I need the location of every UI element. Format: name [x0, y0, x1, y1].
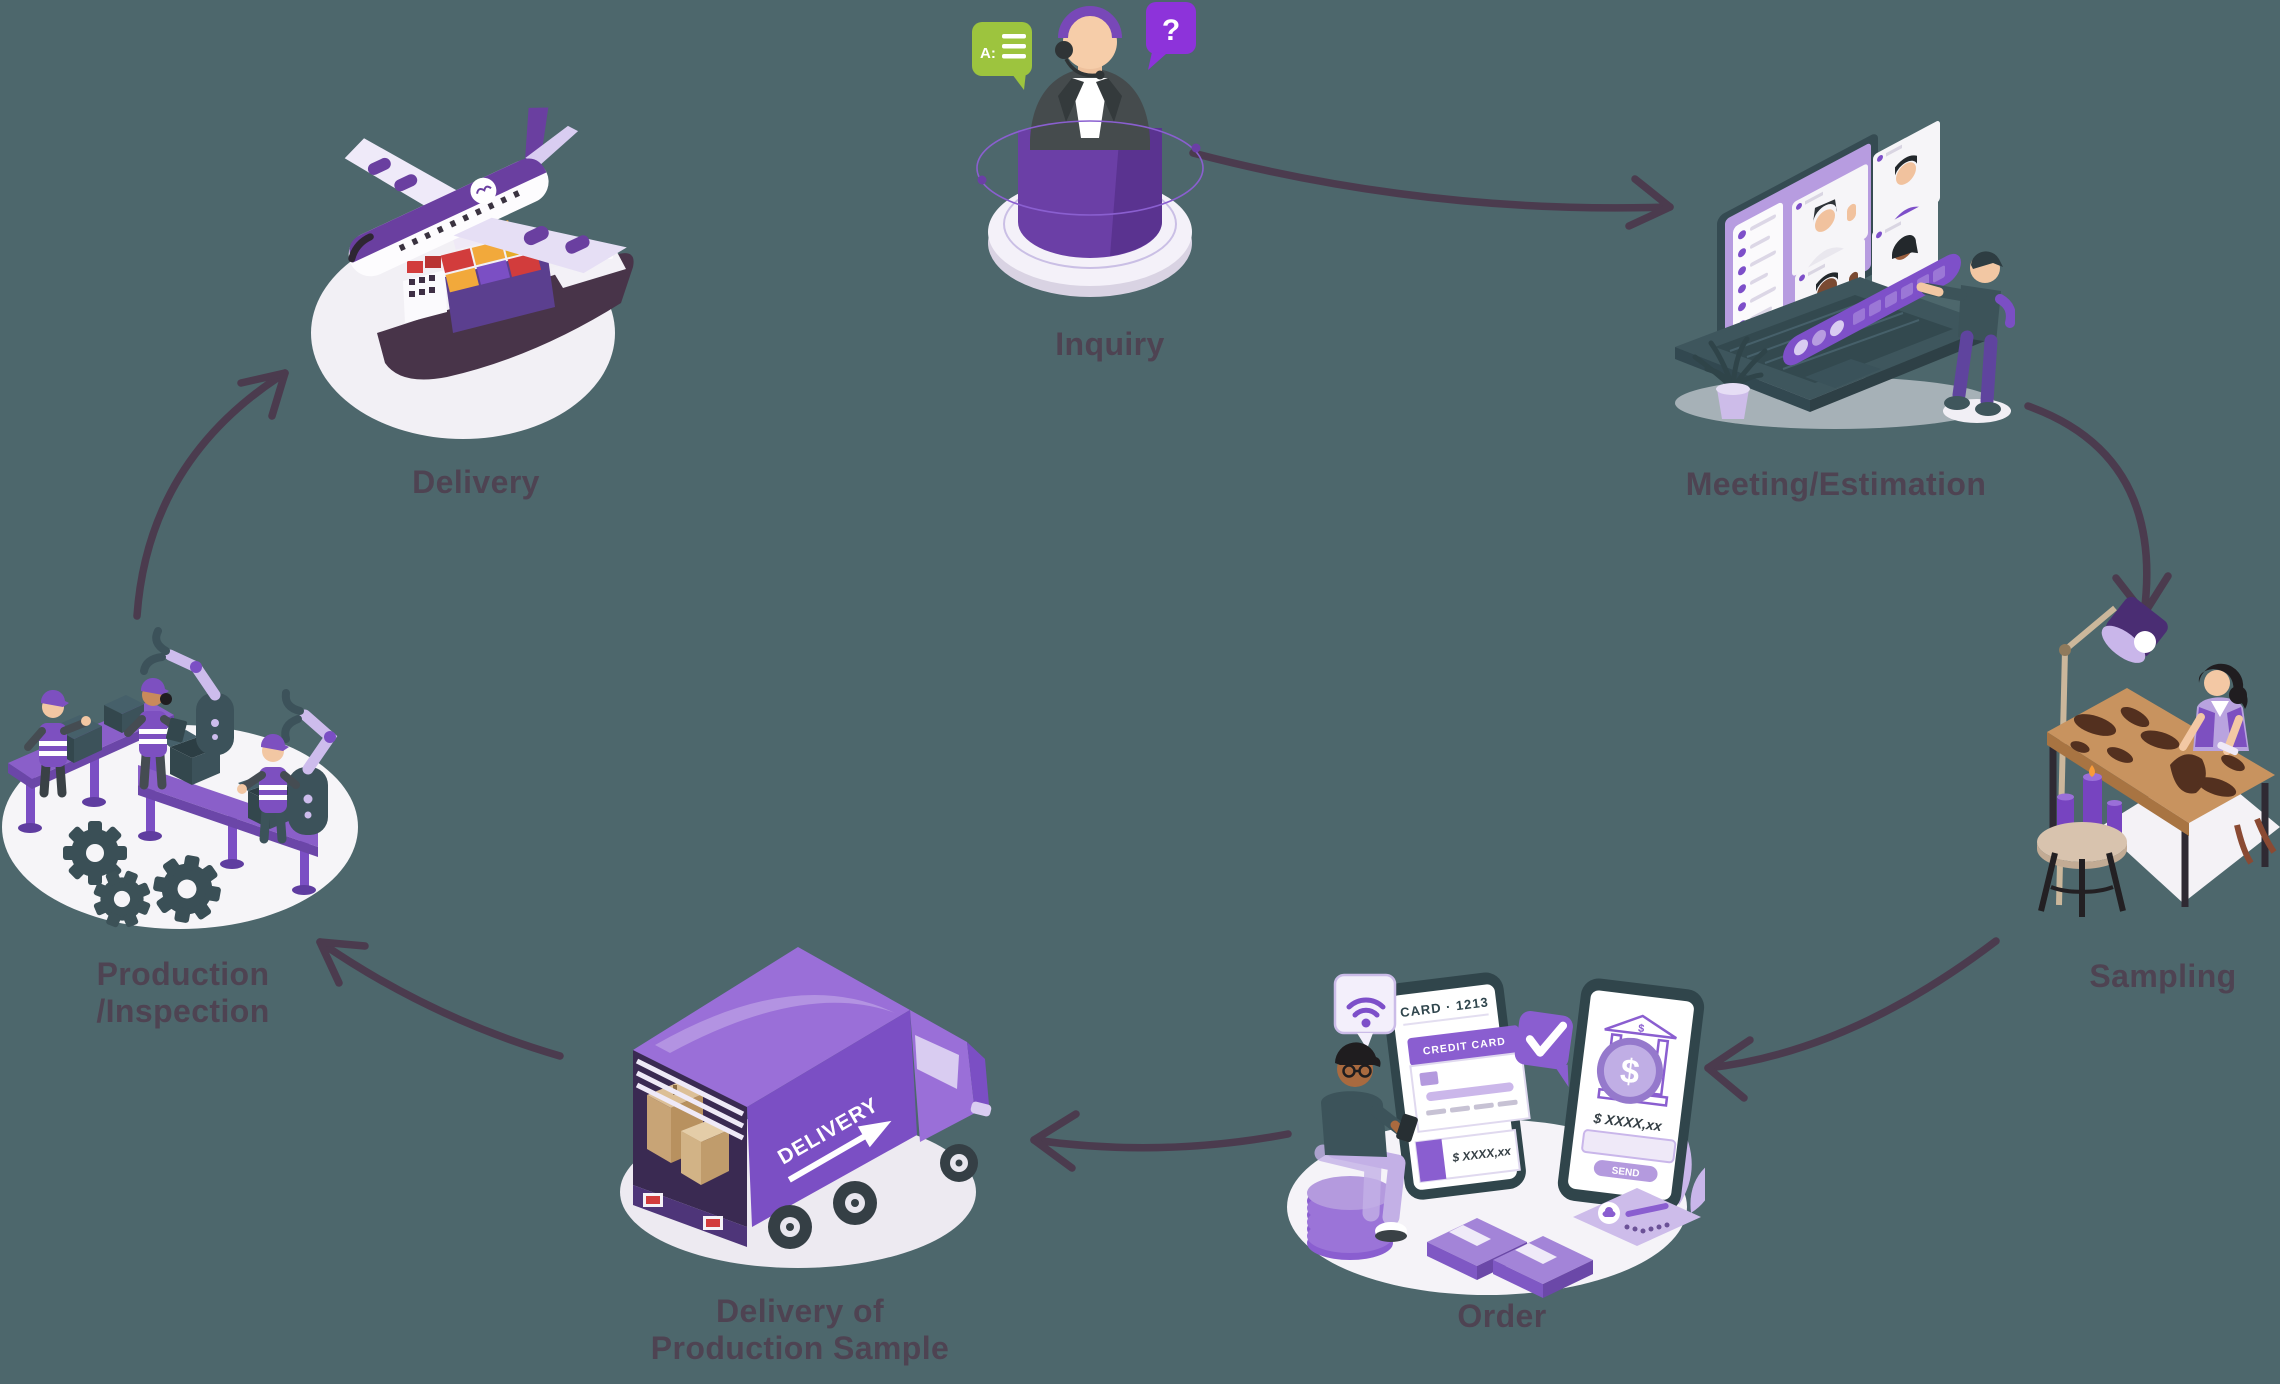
- clipboard: [166, 717, 187, 743]
- bubble-text: A:: [980, 45, 996, 62]
- chat-bubble-icon: A:: [972, 22, 1032, 90]
- robot-arm: [140, 627, 234, 755]
- send-button: [1593, 1160, 1658, 1182]
- meeting-illustration: [1675, 121, 2015, 429]
- question-bubble-icon: ?: [1146, 2, 1196, 70]
- credit-card: CREDIT CARD: [1407, 1025, 1531, 1133]
- headset-band: [1058, 6, 1122, 39]
- work-mat: [2100, 763, 2280, 903]
- candle-stool: [2037, 765, 2127, 917]
- worker-cap: [40, 689, 69, 707]
- delivery-illustration: [311, 107, 634, 439]
- gear-icon: [63, 821, 127, 885]
- arrow-order-to-delivery-sample: [1030, 1110, 1292, 1172]
- stage-label-delivery-sample: Delivery of Production Sample: [651, 1293, 949, 1367]
- gear-icon: [153, 855, 221, 923]
- arrow-inquiry-to-meeting: [1189, 149, 1674, 230]
- worker: [237, 733, 300, 844]
- stage-label-production: Production /Inspection: [96, 956, 269, 1030]
- question-mark: ?: [1162, 14, 1180, 47]
- delivery-truck: DELIVERY: [633, 947, 992, 1249]
- delivery-sample-illustration: DELIVERY: [620, 947, 992, 1268]
- stage-label-line: /Inspection: [96, 993, 270, 1029]
- truck-wheels: [768, 1144, 978, 1249]
- bank-symbol: $: [1637, 1023, 1645, 1036]
- stage-label-meeting: Meeting/Estimation: [1685, 466, 1987, 502]
- stage-label-order: Order: [1457, 1298, 1547, 1334]
- plant: [1692, 336, 1768, 419]
- worker-cap: [140, 677, 169, 695]
- candle-flame: [2089, 765, 2095, 777]
- truck-cab: [910, 1010, 992, 1142]
- send-label: SEND: [1611, 1165, 1640, 1179]
- gear-icon: [93, 870, 151, 928]
- arrow-delivery-sample-to-production: [316, 938, 564, 1060]
- dollar-coin: $: [1596, 1037, 1663, 1104]
- craftswoman: [2179, 663, 2277, 865]
- id-card: [1573, 1188, 1701, 1246]
- agent-head: [1063, 15, 1117, 69]
- stage-label-line: Production Sample: [650, 1330, 950, 1366]
- box: [104, 695, 144, 733]
- stage-label-line: Delivery of: [715, 1293, 885, 1329]
- plane-far-wing: [344, 138, 463, 209]
- plane-near-wing: [453, 217, 627, 274]
- plane-tail-fin: [524, 107, 549, 162]
- mic-boom: [1064, 58, 1099, 78]
- cargo-boxes: [647, 1082, 729, 1185]
- stage-label-sampling: Sampling: [2089, 958, 2237, 994]
- buyer-on-coins: [1307, 1042, 1418, 1260]
- money-stacks: [1427, 1218, 1593, 1298]
- phone-in-hand: [1396, 1113, 1418, 1143]
- check-bubble-icon: [1514, 1011, 1573, 1088]
- cargo-airplane: [344, 107, 627, 277]
- wifi-bubble-icon: [1333, 973, 1397, 1049]
- truck-roof: [633, 947, 910, 1107]
- buyer-shirt: [1321, 1091, 1387, 1157]
- support-agent: [1018, 6, 1162, 258]
- worker: [24, 689, 91, 798]
- tail-lights: [643, 1193, 723, 1230]
- arrow-sampling-to-order: [1704, 937, 2000, 1102]
- stage-label-delivery: Delivery: [412, 464, 540, 500]
- orbit-ring: [976, 120, 1204, 216]
- leather-pieces: [2070, 706, 2245, 797]
- shirt: [1072, 78, 1108, 138]
- card-phone: CARD · 1213 CREDIT CARD $ XXXX,xx: [1382, 972, 1531, 1200]
- worker-cap: [260, 733, 289, 751]
- meeting-person: [1916, 251, 2015, 423]
- worker: [124, 677, 187, 790]
- production-illustration: [2, 627, 358, 929]
- order-illustration: $ $ $ XXXX,xx SEND CARD · 1213 CREDIT CA…: [1287, 972, 1705, 1298]
- cutting-table: [2047, 688, 2275, 907]
- sampling-illustration: [2037, 596, 2280, 917]
- work-lamp: [2056, 596, 2168, 906]
- stage-label-line: Production: [96, 956, 270, 992]
- headset-earcup: [1055, 41, 1073, 59]
- bank-phone: $ $ $ XXXX,xx SEND: [1557, 978, 1705, 1212]
- inquiry-illustration: A: ?: [972, 2, 1204, 297]
- truck-side: [747, 1010, 917, 1227]
- stage-label-inquiry: Inquiry: [1055, 326, 1165, 362]
- arrow-production-to-delivery: [133, 369, 289, 620]
- coin-symbol: $: [1618, 1052, 1641, 1092]
